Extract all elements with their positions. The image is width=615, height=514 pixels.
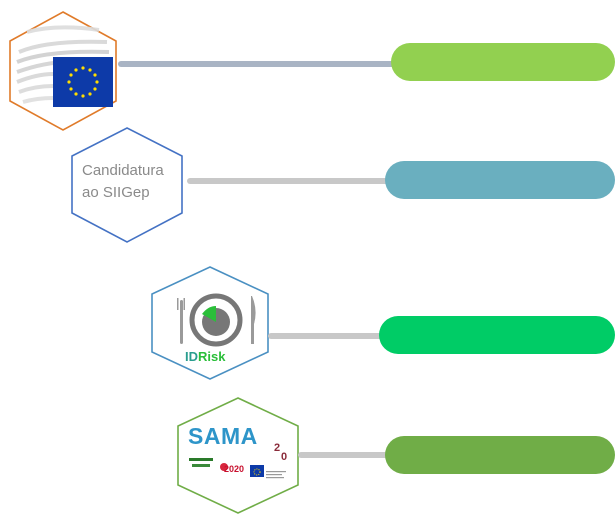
connector-line-idrisk <box>268 333 388 339</box>
siigep-label: Candidatura ao SIIGep <box>82 160 164 204</box>
portugal2020-logo-icon <box>219 459 247 475</box>
sama-fine-print-icon <box>266 467 288 479</box>
siigep-label-line2: ao SIIGep <box>82 184 150 201</box>
connector-line-eu <box>118 61 398 67</box>
sama-number-icon: 2 0 <box>273 440 295 463</box>
idrisk-logo-icon <box>176 290 260 350</box>
idrisk-logo-text: IDRisk <box>185 349 225 364</box>
hexagon-sama <box>176 397 300 514</box>
bar-siigep <box>385 161 615 199</box>
bar-idrisk <box>379 316 615 354</box>
connector-line-siigep <box>187 178 392 184</box>
eu-small-flag-icon <box>250 465 264 477</box>
idrisk-text-id: ID <box>185 349 198 364</box>
siigep-label-line1: Candidatura <box>82 162 164 179</box>
connector-line-sama <box>298 452 394 458</box>
sama-logo-text: SAMA <box>188 423 258 449</box>
bar-eu <box>391 43 615 81</box>
eu-flag-icon <box>53 57 113 107</box>
hexagon-siigep <box>70 127 184 243</box>
sama-2020-label: 2020 <box>224 464 245 474</box>
sama-logo-icon: SAMA <box>188 423 258 450</box>
svg-text:2: 2 <box>274 442 280 454</box>
idrisk-text-risk: Risk <box>198 349 226 364</box>
compete-logo-icon <box>189 456 215 472</box>
svg-text:0: 0 <box>281 451 287 462</box>
bar-sama <box>385 436 615 474</box>
